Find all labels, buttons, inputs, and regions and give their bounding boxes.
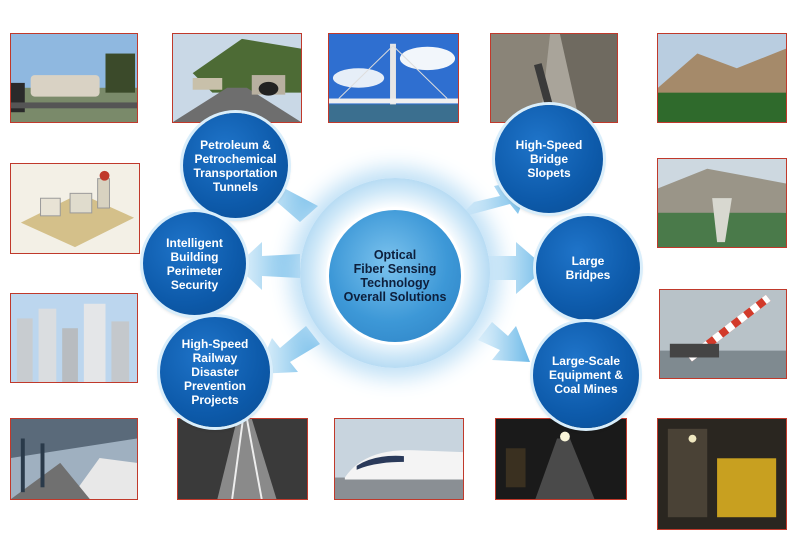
photo-mining-equipment	[657, 418, 787, 530]
node-building-label: Intelligent Building Perimeter Security	[166, 235, 223, 292]
photo-offshore-crane	[659, 289, 787, 379]
node-large-bridges: Large Bridpes	[536, 216, 640, 320]
node-bridge-slopes-label: High-Speed Bridge Slopets	[515, 138, 583, 180]
arrow-to-large-bridges	[488, 242, 546, 294]
photo-smart-building-model	[10, 163, 140, 254]
node-petroleum-label: Petroleum & Petrochemical Transportation…	[193, 137, 278, 194]
node-equipment-label: Large-Scale Equipment & Coal Mines	[549, 354, 623, 396]
photo-high-rise-buildings	[10, 293, 138, 383]
photo-petrochemical-tanks	[10, 33, 138, 123]
node-equipment-mines: Large-Scale Equipment & Coal Mines	[533, 322, 639, 428]
node-petroleum-tunnels: Petroleum & Petrochemical Transportation…	[183, 113, 288, 218]
photo-mountain-forest	[657, 33, 787, 123]
hub-circle: Optical Fiber Sensing Technology Overall…	[329, 210, 461, 342]
photo-railway-station	[10, 418, 138, 500]
node-large-bridges-label: Large Bridpes	[565, 254, 611, 282]
photo-highway-tunnel	[172, 33, 302, 123]
node-railway-label: High-Speed Railway Disaster Prevention P…	[181, 337, 249, 407]
arrow-to-building	[236, 242, 300, 290]
node-bridge-slopes: High-Speed Bridge Slopets	[495, 105, 603, 213]
node-intelligent-building: Intelligent Building Perimeter Security	[143, 212, 246, 315]
photo-rock-slope	[490, 33, 618, 123]
photo-railway-tracks	[177, 418, 308, 500]
arrow-to-railway	[256, 326, 320, 374]
photo-bullet-train	[334, 418, 464, 500]
photo-coal-mine-tunnel	[495, 418, 627, 500]
photo-cable-bridge	[328, 33, 459, 123]
photo-dam-reservoir	[657, 158, 787, 248]
node-railway-disaster: High-Speed Railway Disaster Prevention P…	[160, 317, 270, 427]
arrow-to-equipment	[478, 322, 530, 362]
hub-label: Optical Fiber Sensing Technology Overall…	[343, 248, 447, 304]
